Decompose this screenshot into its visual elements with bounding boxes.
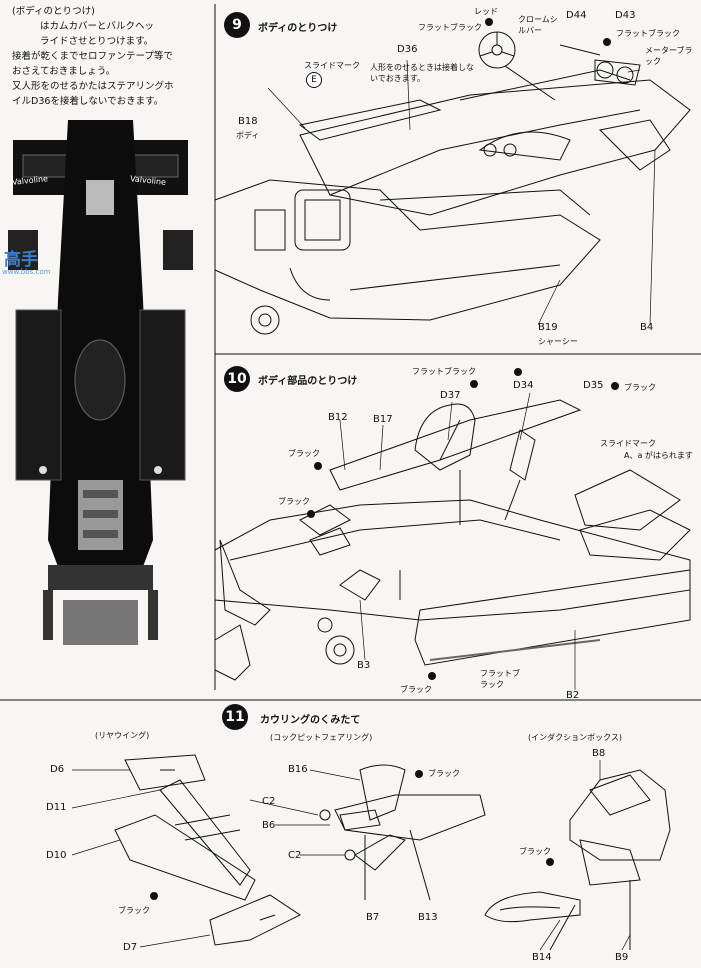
- step11-d11: D11: [46, 802, 67, 813]
- step9-b18-sub: ボディ: [236, 131, 260, 140]
- step10-b2: B2: [566, 690, 580, 701]
- rear-wing-heading: (リヤウイング): [95, 731, 150, 740]
- step10-number: 10: [224, 366, 250, 392]
- car-photo: Valvoline Valvoline: [8, 120, 193, 680]
- paint-dot: [314, 462, 322, 470]
- step9-b19-sub: シャーシー: [538, 337, 578, 346]
- step11-black-ind: ブラック: [519, 847, 551, 856]
- intro-line-5: 又人形をのせるかたはステアリングホ: [12, 81, 174, 92]
- step9-d36: D36: [397, 44, 418, 55]
- step10-black3: ブラック: [400, 685, 432, 694]
- step9-b4: B4: [640, 322, 654, 333]
- step11-d7: D7: [123, 942, 138, 953]
- intro-notes: (ボディのとりつけ) はカムカバーとバルクヘッ ライドさせとりつけます。 接着が…: [12, 4, 212, 109]
- intro-heading: (ボディのとりつけ): [12, 6, 95, 17]
- step11-rear-wing-drawing: [114, 754, 301, 946]
- step10-b17: B17: [373, 414, 393, 425]
- slide-mark-e: E: [306, 72, 322, 88]
- step11-c2a: C2: [262, 796, 276, 807]
- intro-line-6: イルD36を接着しないでおきます。: [12, 96, 164, 107]
- induction-heading: (インダクションボックス): [528, 733, 623, 742]
- intro-line-1: はカムカバーとバルクヘッ: [40, 21, 155, 32]
- step11-b14: B14: [532, 952, 552, 963]
- step10-flat-black-b2: フラットブラック: [480, 669, 520, 689]
- step9-b19: B19: [538, 322, 558, 333]
- cockpit-heading: (コックピットフェアリング): [270, 733, 373, 742]
- paint-dot: [603, 38, 611, 46]
- intro-line-4: おさえておきましょう。: [12, 66, 116, 77]
- paint-dot: [546, 858, 554, 866]
- step11-b6: B6: [262, 820, 276, 831]
- step10-b12: B12: [328, 412, 348, 423]
- paint-dot: [514, 368, 522, 376]
- step9-number: 9: [224, 12, 250, 38]
- step11-d6: D6: [50, 764, 65, 775]
- step11-b9: B9: [615, 952, 629, 963]
- paint-dot: [485, 18, 493, 26]
- step11-cockpit-drawing: [319, 764, 486, 901]
- paint-dot: [415, 770, 423, 778]
- paint-dot: [611, 382, 619, 390]
- intro-line-3: 接着が乾くまでセロファンテープ等で: [12, 51, 173, 62]
- step9-title: ボディのとりつけ: [258, 23, 338, 34]
- step9-d44: D44: [566, 10, 587, 21]
- paint-dot: [470, 380, 478, 388]
- step9-chrome-silver: クロームシルバー: [518, 15, 558, 35]
- step11-b16: B16: [288, 764, 308, 775]
- watermark-url: www.bbs.com: [2, 268, 51, 276]
- step9-d43: D43: [615, 10, 636, 21]
- paint-dot: [150, 892, 158, 900]
- step11-c2b: C2: [288, 850, 302, 861]
- step9-slide-mark: スライドマーク: [304, 61, 360, 70]
- step11-d10: D10: [46, 850, 67, 861]
- step10-d34: D34: [513, 380, 534, 391]
- step11-induction-drawing: [484, 769, 671, 951]
- step11-black-cockpit: ブラック: [428, 769, 460, 778]
- step11-black-wing: ブラック: [118, 906, 150, 915]
- step10-d35: D35: [583, 380, 604, 391]
- step10-black2: ブラック: [278, 497, 310, 506]
- step10-black-d35: ブラック: [624, 383, 656, 392]
- watermark-logo: 高手: [4, 250, 38, 270]
- step10-title: ボディ部品のとりつけ: [258, 376, 358, 387]
- step10-b3: B3: [357, 660, 371, 671]
- step11-b13: B13: [418, 912, 438, 923]
- paint-dot: [428, 672, 436, 680]
- step10-slide-note: A、a がはられます: [624, 451, 693, 460]
- step9-flat-black2: フラットブラック: [616, 29, 680, 38]
- step9-red: レッド: [474, 7, 498, 16]
- step9-b18: B18: [238, 116, 258, 127]
- step11-number: 11: [222, 704, 248, 730]
- paint-dot: [307, 510, 315, 518]
- step9-figure-note: 人形をのせるときは接着しないでおきます。: [370, 63, 474, 83]
- intro-line-2: ライドさせとりつけます。: [40, 36, 154, 47]
- step11-b8: B8: [592, 748, 606, 759]
- step10-d37: D37: [440, 390, 461, 401]
- step10-black1: ブラック: [288, 449, 320, 458]
- step10-drawing: [214, 399, 691, 681]
- step11-title: カウリングのくみたて: [260, 715, 361, 726]
- step10-flat-black: フラットブラック: [412, 367, 476, 376]
- step9-flat-black: フラットブラック: [418, 23, 482, 32]
- step10-slide-mark: スライドマーク: [600, 439, 656, 448]
- step11-b7: B7: [366, 912, 380, 923]
- step9-meter-black: メーターブラック: [645, 46, 693, 66]
